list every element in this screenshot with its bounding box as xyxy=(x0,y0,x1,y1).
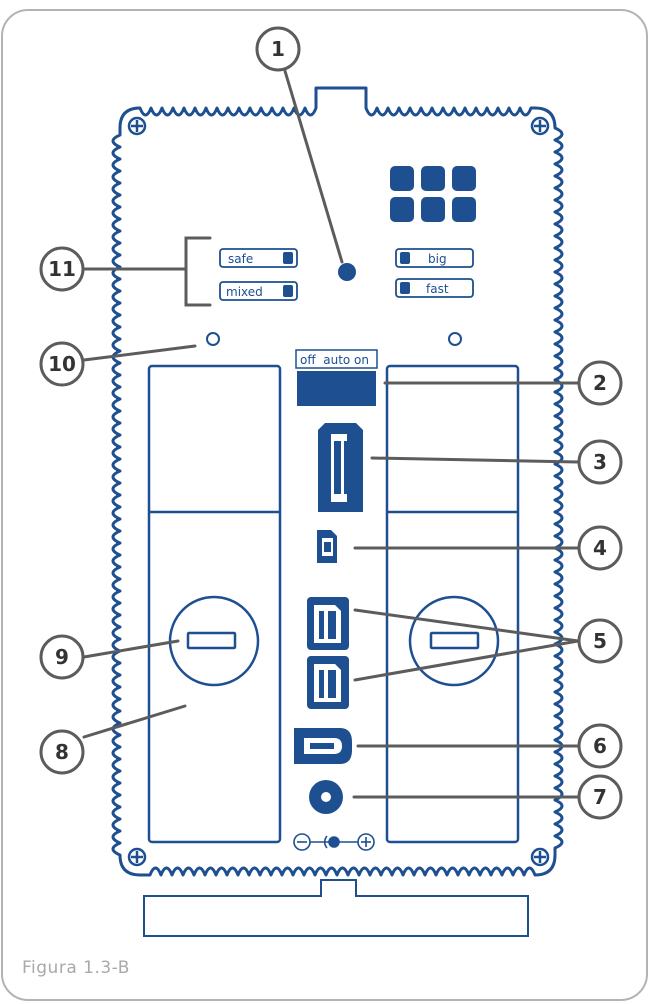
callout-number: 11 xyxy=(48,257,76,281)
callout-number: 9 xyxy=(55,645,69,669)
callout-5: 5 xyxy=(577,618,623,664)
raid-label-fast: fast xyxy=(395,278,474,298)
raid-label-big: big xyxy=(395,248,474,268)
callout-number: 7 xyxy=(593,785,607,809)
firewire-400-port-icon xyxy=(294,728,352,764)
tray-lock-icon-right xyxy=(408,595,500,687)
screw-icon-top-right xyxy=(530,116,550,136)
callout-6: 6 xyxy=(577,723,623,769)
usb-b-port-icon xyxy=(317,530,337,563)
firewire-800-port-icon-top xyxy=(307,597,349,650)
callout-4: 4 xyxy=(577,525,623,571)
device-body xyxy=(111,86,564,877)
screw-icon-top-left xyxy=(127,116,147,136)
led-indicator xyxy=(338,263,356,281)
callout-7: 7 xyxy=(577,774,623,820)
power-switch: off auto on xyxy=(295,349,378,406)
drive-tray-left xyxy=(147,364,282,844)
device-stand xyxy=(143,879,529,937)
esata-port-icon xyxy=(318,423,363,512)
callout-8: 8 xyxy=(39,729,85,775)
power-connector-icon xyxy=(309,780,343,814)
callout-number: 10 xyxy=(48,352,76,376)
drive-tray-right xyxy=(385,364,520,844)
firewire-800-port-icon-bottom xyxy=(307,656,349,709)
screw-icon-bottom-left xyxy=(127,847,147,867)
svg-text:big: big xyxy=(428,252,447,266)
callout-11: 11 xyxy=(39,246,85,292)
callout-number: 8 xyxy=(55,740,69,764)
callout-10: 10 xyxy=(39,341,85,387)
polarity-symbol-icon xyxy=(293,833,375,851)
screw-icon-bottom-right xyxy=(530,847,550,867)
callout-2: 2 xyxy=(577,360,623,406)
screw-hole-left xyxy=(206,332,220,346)
callout-9: 9 xyxy=(39,634,85,680)
callout-3: 3 xyxy=(577,439,623,485)
callout-number: 3 xyxy=(593,450,607,474)
svg-text:fast: fast xyxy=(426,282,449,296)
tray-lock-icon-left xyxy=(168,595,260,687)
callout-markers: 1 2 3 4 5 6 7 8 9 10 11 xyxy=(39,26,623,820)
svg-text:off auto on: off auto on xyxy=(300,353,369,367)
svg-text:mixed: mixed xyxy=(226,285,263,299)
raid-label-safe: safe xyxy=(219,248,298,268)
callout-number: 1 xyxy=(271,37,285,61)
screw-hole-right xyxy=(448,332,462,346)
callout-number: 5 xyxy=(593,629,607,653)
callout-number: 4 xyxy=(593,536,607,560)
callout-1: 1 xyxy=(255,26,301,72)
svg-text:safe: safe xyxy=(228,252,253,266)
callout-number: 2 xyxy=(593,371,607,395)
figure-caption: Figura 1.3-B xyxy=(22,958,130,978)
callout-number: 6 xyxy=(593,734,607,758)
raid-label-mixed: mixed xyxy=(219,281,298,301)
callout-lines xyxy=(82,69,580,799)
logo-icon xyxy=(390,166,476,222)
